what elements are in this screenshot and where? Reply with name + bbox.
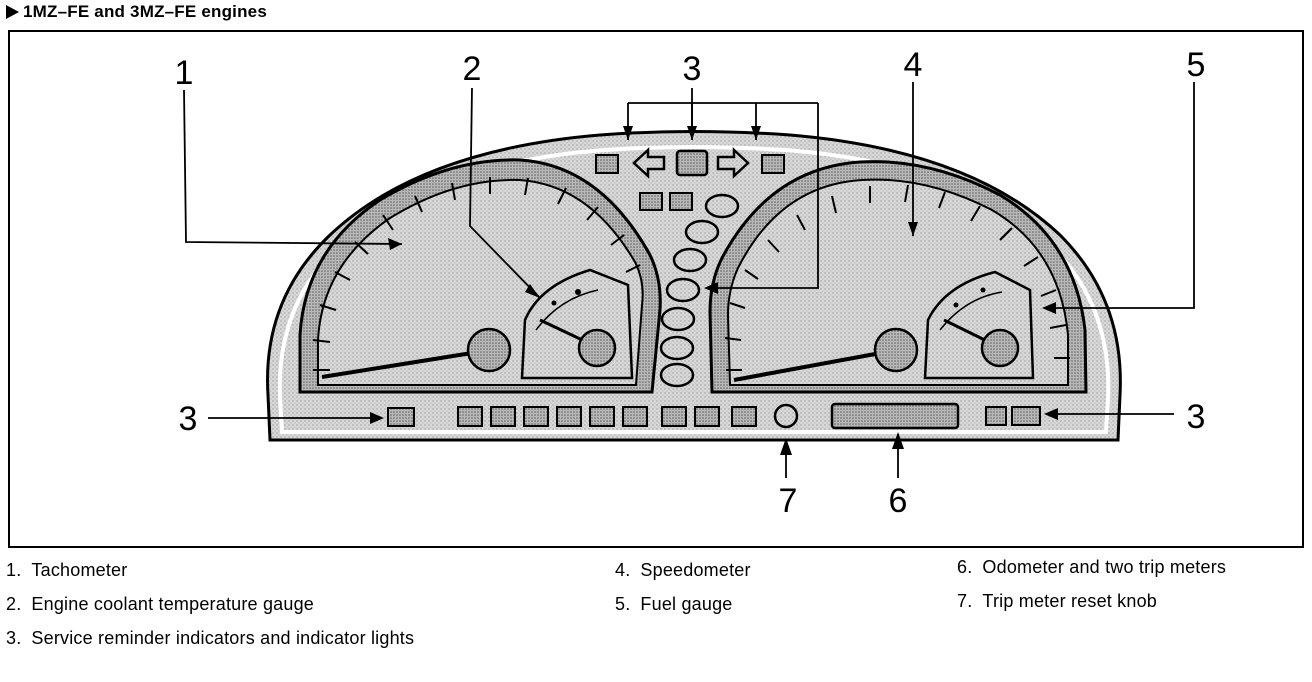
trip-reset-knob xyxy=(773,403,799,429)
fuel-gauge-hub xyxy=(980,328,1020,368)
heading-text: 1MZ–FE and 3MZ–FE engines xyxy=(23,2,267,21)
indicator-light xyxy=(761,154,785,174)
indicator-light xyxy=(595,154,619,174)
indicator-lamp xyxy=(672,247,708,273)
arrowhead-icon xyxy=(623,126,633,140)
turn-signal-right-icon xyxy=(716,147,750,179)
indicator-light xyxy=(669,192,693,211)
indicator-lamp xyxy=(704,193,740,219)
arrowhead-icon xyxy=(908,222,918,236)
indicator-lamp xyxy=(659,335,695,361)
tachometer-ticks xyxy=(312,177,641,371)
arrowhead-icon xyxy=(1042,302,1056,314)
indicator-lamp xyxy=(665,277,701,303)
indicator-light xyxy=(387,407,415,427)
arrowhead-icon xyxy=(1044,408,1058,420)
arrowhead-icon xyxy=(687,126,697,140)
arrowhead-icon xyxy=(370,412,384,424)
indicator-lamp xyxy=(659,362,695,388)
legend-item-2: 2.Engine coolant temperature gauge xyxy=(6,594,315,614)
callout-1: 1 xyxy=(175,54,194,92)
figure-heading: 1MZ–FE and 3MZ–FE engines xyxy=(6,2,267,22)
bottom-indicator-row xyxy=(457,406,757,427)
arrowhead-icon xyxy=(892,432,904,449)
callout-3-left: 3 xyxy=(179,400,198,438)
indicator-light xyxy=(985,406,1007,426)
odometer-display xyxy=(830,402,960,430)
legend-item-5: 5.Fuel gauge xyxy=(615,594,733,614)
indicator-light-center xyxy=(675,149,709,177)
indicator-lamp xyxy=(660,306,696,332)
speedometer-hub xyxy=(873,327,919,373)
legend-item-4: 4.Speedometer xyxy=(615,560,751,580)
callout-3-right: 3 xyxy=(1187,398,1206,436)
arrowhead-icon xyxy=(525,284,540,298)
callout-6: 6 xyxy=(889,482,908,520)
callout-5: 5 xyxy=(1187,46,1206,84)
callout-7: 7 xyxy=(779,482,798,520)
indicator-lamp xyxy=(684,219,720,245)
arrowhead-icon xyxy=(388,238,402,250)
figure-frame xyxy=(8,30,1304,548)
temperature-gauge-hub xyxy=(577,328,617,368)
turn-signal-left-icon xyxy=(632,147,666,179)
tachometer-needle xyxy=(321,350,479,379)
tachometer-hub xyxy=(466,327,512,373)
legend-item-7: 7.Trip meter reset knob xyxy=(957,591,1158,611)
arrowhead-icon xyxy=(704,282,718,294)
speedometer-needle xyxy=(733,350,887,382)
triangle-marker-icon xyxy=(6,5,19,19)
indicator-light xyxy=(1011,406,1041,426)
callout-4: 4 xyxy=(904,46,923,84)
callout-3-top: 3 xyxy=(683,50,702,88)
legend-item-3: 3.Service reminder indicators and indica… xyxy=(6,628,415,648)
speedometer-ticks xyxy=(724,184,1070,371)
legend-item-1: 1.Tachometer xyxy=(6,560,128,580)
leader-lines xyxy=(183,82,1195,478)
arrowhead-icon xyxy=(751,126,761,140)
indicator-light xyxy=(639,192,663,211)
instrument-cluster-diagram: 1 2 3 4 5 3 3 7 6 xyxy=(8,30,1304,548)
leader-arrowheads xyxy=(370,126,1058,455)
callout-2: 2 xyxy=(463,50,482,88)
legend-item-6: 6.Odometer and two trip meters xyxy=(957,557,1227,577)
arrowhead-icon xyxy=(780,438,792,455)
